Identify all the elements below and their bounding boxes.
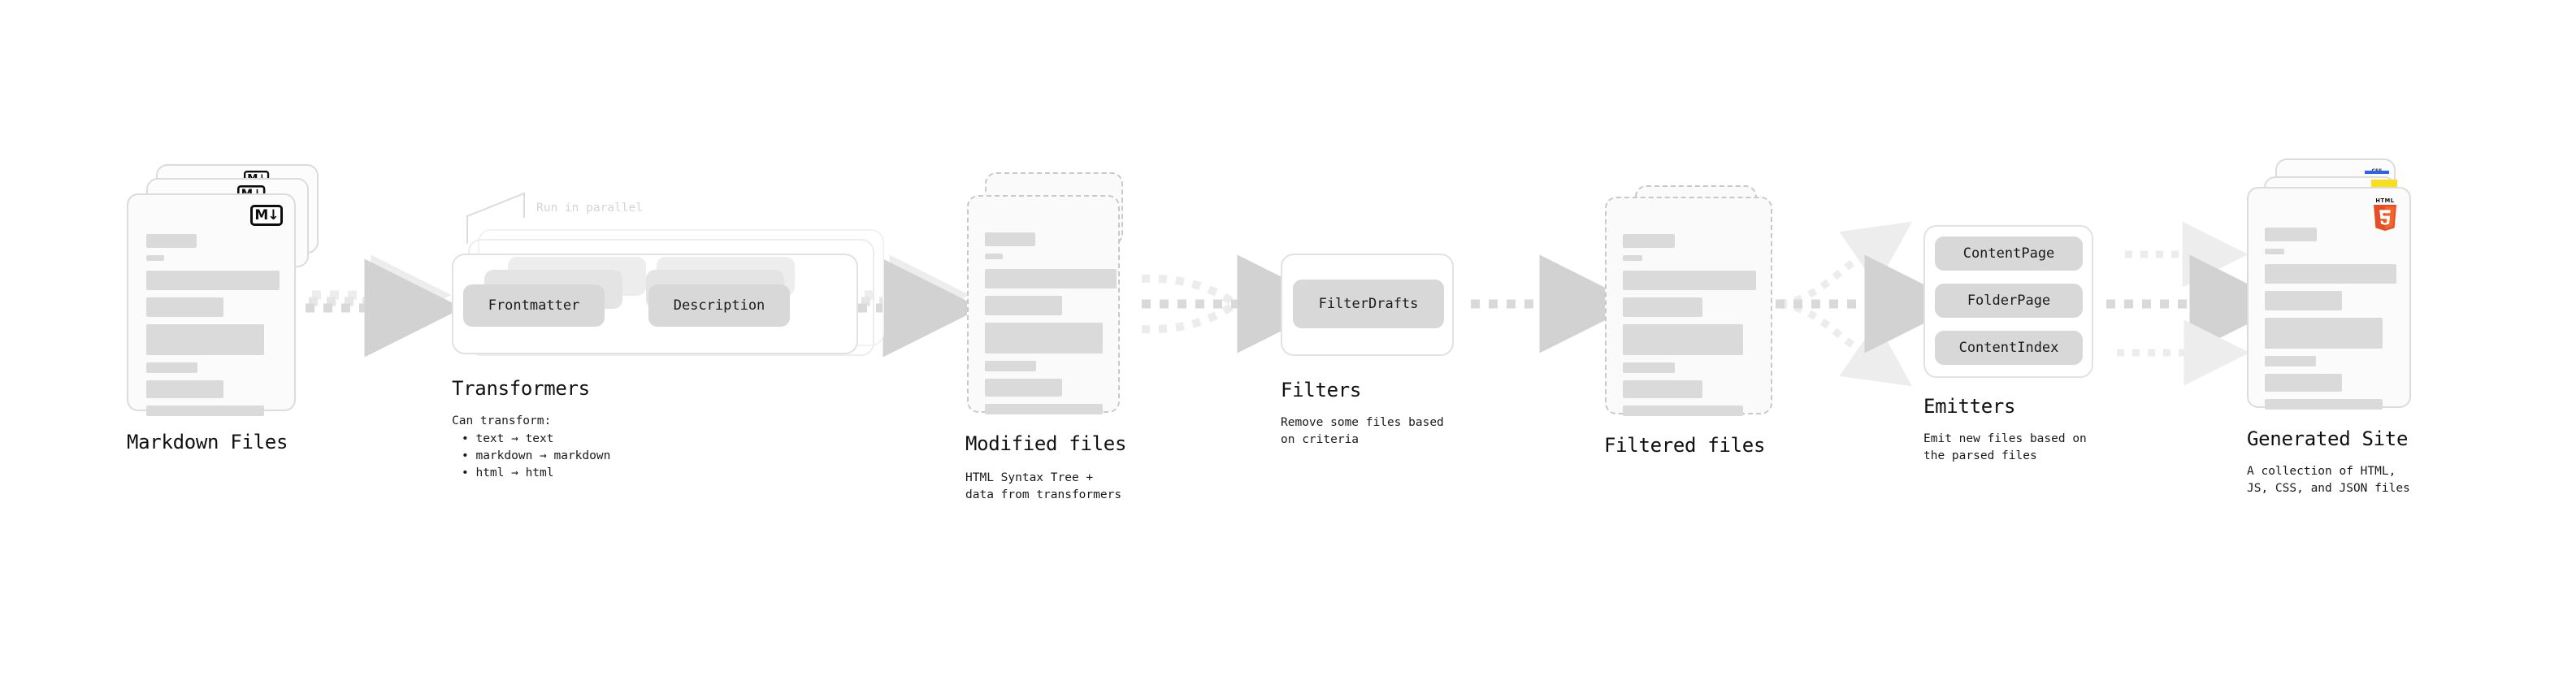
html5-icon: HTML	[2370, 197, 2400, 232]
svg-text:HTML: HTML	[2375, 197, 2394, 204]
filters-chip-filterdrafts[interactable]: FilterDrafts	[1293, 280, 1444, 328]
generated-site-caption: A collection of HTML, JS, CSS, and JSON …	[2247, 465, 2410, 496]
filtered-card-lines	[1623, 234, 1756, 423]
transformers-bullet-0: text → text	[462, 431, 610, 448]
transformers-bullets: text → text markdown → markdown html → h…	[462, 431, 610, 482]
arrow-markdown-to-transformers	[306, 254, 463, 358]
markdown-files-title: Markdown Files	[127, 431, 288, 453]
transformers-chip-frontmatter[interactable]: Frontmatter	[463, 284, 605, 327]
filters-caption: Remove some files based on criteria	[1281, 416, 1444, 447]
modified-card-lines	[985, 232, 1117, 422]
filtered-card-front	[1605, 197, 1772, 416]
transformers-title: Transformers	[452, 377, 590, 400]
arrow-filtered-to-emitters	[1776, 221, 1963, 387]
filters-title: Filters	[1281, 379, 1362, 401]
modified-files-title: Modified files	[965, 432, 1127, 455]
run-in-parallel-note: Run in parallel	[536, 202, 643, 215]
modified-files-caption: HTML Syntax Tree + data from transformer…	[965, 471, 1122, 502]
generated-site-title: Generated Site	[2247, 427, 2409, 450]
generated-card-lines	[2265, 228, 2396, 417]
emitters-chip-folderpage[interactable]: FolderPage	[1935, 284, 2083, 318]
transformers-caption: Can transform:	[452, 414, 552, 427]
transformers-bullet-2: html → html	[462, 465, 610, 482]
modified-card-front	[967, 195, 1120, 414]
emitters-chip-contentindex[interactable]: ContentIndex	[1935, 331, 2083, 365]
transformers-bullet-1: markdown → markdown	[462, 448, 610, 465]
arrow-emitters-to-site	[2106, 221, 2288, 386]
markdown-card-front: M↓	[127, 193, 296, 416]
arrow-modified-to-filters	[1141, 254, 1336, 354]
css-badge-underline	[2365, 171, 2389, 174]
filtered-files-title: Filtered files	[1604, 434, 1766, 457]
css-badge: CSS	[2365, 163, 2389, 174]
emitters-title: Emitters	[1923, 395, 2016, 418]
transformers-chip-description[interactable]: Description	[648, 284, 790, 327]
emitters-chip-contentpage[interactable]: ContentPage	[1935, 236, 2083, 271]
markdown-badge-front: M↓	[250, 205, 283, 226]
emitters-caption: Emit new files based on the parsed files	[1923, 432, 2087, 463]
generated-card-front: HTML	[2247, 187, 2411, 410]
markdown-card-lines	[146, 234, 280, 423]
